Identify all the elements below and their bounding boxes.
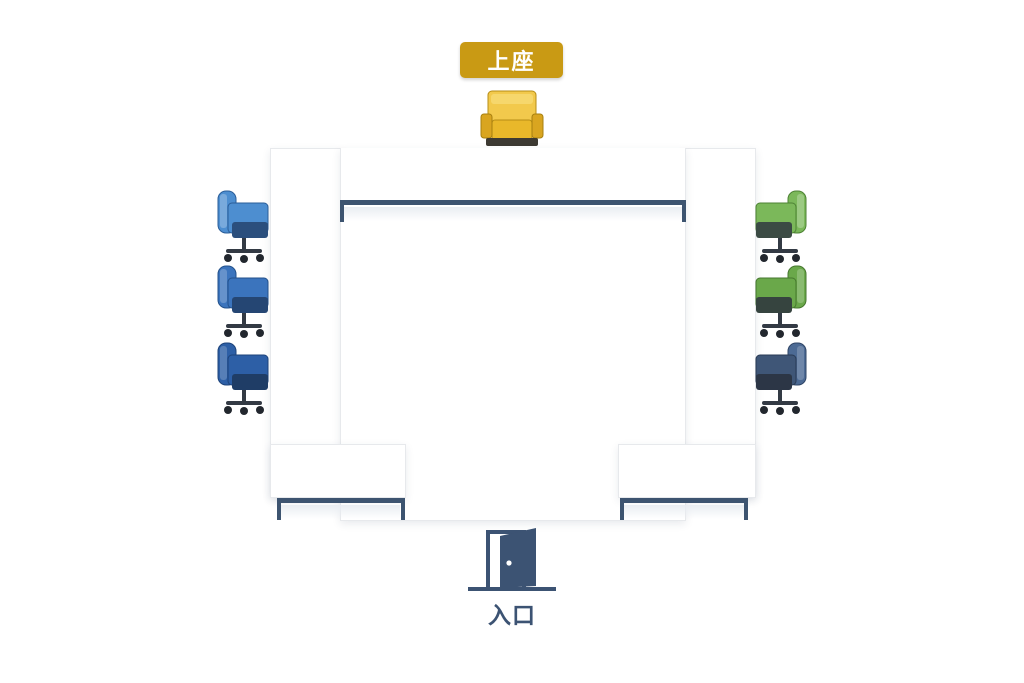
- office-chair-icon: [217, 190, 269, 263]
- door-icon: [468, 528, 556, 591]
- head-seat-badge: 上座: [460, 42, 563, 78]
- office-chair-icon: [217, 342, 269, 415]
- table-bottom-left: [270, 444, 406, 498]
- entrance-label: 入口: [488, 603, 536, 629]
- table-bottom-right: [618, 444, 756, 498]
- office-chair-icon: [755, 342, 807, 415]
- table-shadow: [342, 207, 682, 221]
- office-chair-icon: [755, 190, 807, 263]
- office-chair-icon: [217, 265, 269, 338]
- office-chair-icon: [755, 265, 807, 338]
- table-shadow: [622, 505, 744, 519]
- table-frame-top: [340, 200, 686, 222]
- table-frame-bottom-left: [277, 498, 405, 520]
- table-shadow: [280, 505, 400, 519]
- armchair-icon: [480, 90, 544, 146]
- table-left-side: [270, 148, 342, 496]
- table-frame-bottom-right: [620, 498, 748, 520]
